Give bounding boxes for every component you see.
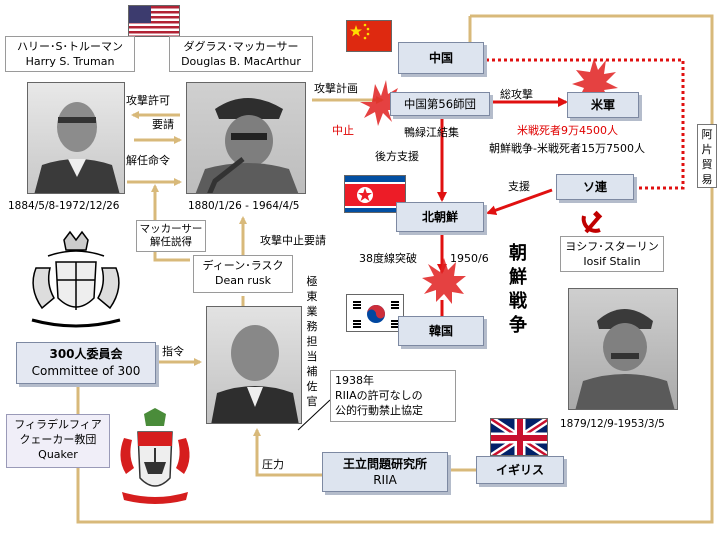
edge-pressure: 圧力 — [262, 458, 284, 471]
node-south-korea: 韓国 — [398, 316, 484, 346]
us-deaths-note: 米戦死者9万4500人 — [517, 124, 618, 137]
rusk-name-en: Dean rusk — [214, 274, 272, 287]
edge-date-1950: 1950/6 — [450, 252, 489, 265]
china-flag-icon — [346, 20, 392, 52]
node-china-56th-division: 中国第56師団 — [390, 92, 490, 116]
edge-attack-plan: 攻撃計画 — [314, 82, 358, 95]
stalin-portrait — [568, 288, 678, 410]
edge-instruction: 指令 — [162, 345, 184, 358]
truman-name-en: Harry S. Truman — [25, 55, 115, 68]
hammer-sickle-icon — [578, 208, 606, 236]
edge-stop-attack: 攻撃中止要請 — [260, 234, 326, 247]
quaker-label: フィラデルフィア クェーカー教団 Quaker — [6, 414, 110, 468]
uk-flag-icon — [490, 418, 548, 456]
quaker-crest-icon — [114, 408, 196, 508]
truman-label: ハリー･S･トルーマン Harry S. Truman — [5, 36, 135, 72]
edge-38-crossing: 38度線突破 — [359, 252, 417, 265]
node-china: 中国 — [398, 42, 484, 74]
edge-general-attack: 総攻撃 — [500, 88, 533, 101]
south-korea-flag-icon — [346, 294, 404, 332]
rusk-role-vertical: 極東業務担当補佐官 — [306, 274, 320, 409]
committee-name-en: Committee of 300 — [31, 364, 141, 378]
truman-portrait — [27, 82, 125, 194]
rusk-portrait — [206, 306, 302, 424]
node-uk: イギリス — [476, 456, 564, 484]
callout-line1: 1938年 — [335, 374, 374, 387]
royal-crest-icon — [18, 228, 134, 336]
node-north-korea: 北朝鮮 — [396, 202, 484, 232]
outer-frame-line — [76, 14, 714, 524]
explosion-china56 — [360, 80, 400, 126]
callout-line3: 公的行動禁止協定 — [335, 404, 423, 417]
quaker-line2: クェーカー教団 — [19, 433, 97, 446]
stalin-name-jp: ヨシフ･スターリン — [565, 240, 659, 253]
committee-name-jp: 300人委員会 — [49, 347, 123, 361]
edge-rear-support: 後方支援 — [375, 150, 419, 163]
north-korea-flag-icon — [344, 175, 406, 213]
korean-war-title: 朝鮮戦争 — [508, 242, 532, 338]
edge-yalu: 鴨緑江結集 — [404, 126, 459, 139]
edge-request: 要請 — [152, 118, 174, 131]
callout-pointer — [297, 399, 331, 431]
opium-trade-text: 阿片貿易 — [701, 128, 713, 186]
edge-support: 支援 — [508, 180, 530, 193]
arrow-pressure — [253, 428, 322, 477]
korean-war-title-text: 朝鮮戦争 — [509, 243, 527, 336]
quaker-line3: Quaker — [38, 448, 78, 461]
arrow-persuade — [151, 184, 190, 262]
node-ussr: ソ連 — [556, 174, 634, 200]
edge-halt: 中止 — [332, 124, 354, 137]
rusk-role-text: 極東業務担当補佐官 — [306, 275, 318, 408]
edge-attack-permit: 攻撃許可 — [126, 94, 170, 107]
riia-name-en: RIIA — [373, 473, 397, 487]
stalin-dates: 1879/12/9-1953/3/5 — [560, 418, 665, 430]
korean-war-deaths-note: 朝鮮戦争‐米戦死者15万7500人 — [489, 142, 645, 155]
macarthur-dates: 1880/1/26 - 1964/4/5 — [188, 200, 300, 212]
callout-line2: RIIAの許可なしの — [335, 389, 423, 402]
macarthur-name-en: Douglas B. MacArthur — [181, 55, 301, 68]
riia-name-jp: 王立問題研究所 — [342, 457, 427, 471]
node-riia: 王立問題研究所 RIIA — [322, 452, 448, 492]
edge-dismissal: 解任命令 — [126, 154, 170, 167]
arrow-support — [486, 188, 553, 215]
dotted-china-ussr — [486, 58, 685, 190]
persuade-line2: 解任説得 — [150, 236, 192, 248]
persuade-line1: マッカーサー — [139, 223, 203, 235]
opium-trade-label: 阿片貿易 — [697, 124, 717, 188]
truman-dates: 1884/5/8-1972/12/26 — [8, 200, 120, 212]
macarthur-name-jp: ダグラス･マッカーサー — [183, 40, 299, 53]
explosion-38 — [422, 258, 466, 304]
stalin-label: ヨシフ･スターリン Iosif Stalin — [560, 236, 664, 272]
macarthur-label: ダグラス･マッカーサー Douglas B. MacArthur — [169, 36, 313, 72]
persuade-label: マッカーサー 解任説得 — [136, 220, 206, 252]
node-committee-300: 300人委員会 Committee of 300 — [16, 342, 156, 384]
node-us-army: 米軍 — [567, 92, 639, 118]
stalin-name-en: Iosif Stalin — [583, 255, 641, 268]
rusk-name-jp: ディーン･ラスク — [202, 259, 284, 272]
macarthur-portrait — [186, 82, 306, 194]
truman-name-jp: ハリー･S･トルーマン — [17, 40, 123, 53]
us-flag-icon — [128, 5, 180, 37]
quaker-line1: フィラデルフィア — [14, 418, 102, 431]
rusk-label: ディーン･ラスク Dean rusk — [193, 255, 293, 293]
agreement-callout: 1938年 RIIAの許可なしの 公的行動禁止協定 — [330, 370, 456, 422]
